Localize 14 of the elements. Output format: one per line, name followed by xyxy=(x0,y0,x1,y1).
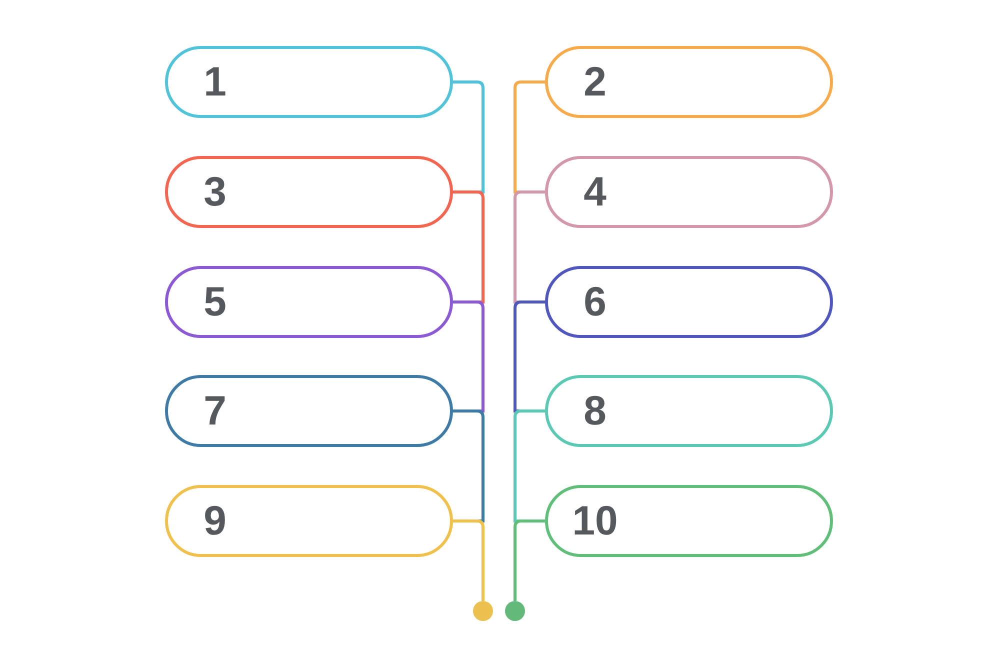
step-number: 4 xyxy=(584,172,606,212)
end-dot xyxy=(505,601,525,621)
step-number: 7 xyxy=(204,390,226,432)
step-number: 8 xyxy=(584,390,606,432)
connector-line xyxy=(453,520,484,601)
step-number: 1 xyxy=(204,62,226,102)
step-number: 5 xyxy=(204,282,226,322)
step-number: 2 xyxy=(584,62,606,102)
end-dot xyxy=(473,601,493,621)
connector-line xyxy=(514,520,545,601)
step-number: 10 xyxy=(572,500,618,542)
step-number: 3 xyxy=(204,172,226,212)
step-number: 6 xyxy=(584,282,606,322)
step-number: 9 xyxy=(204,500,226,542)
